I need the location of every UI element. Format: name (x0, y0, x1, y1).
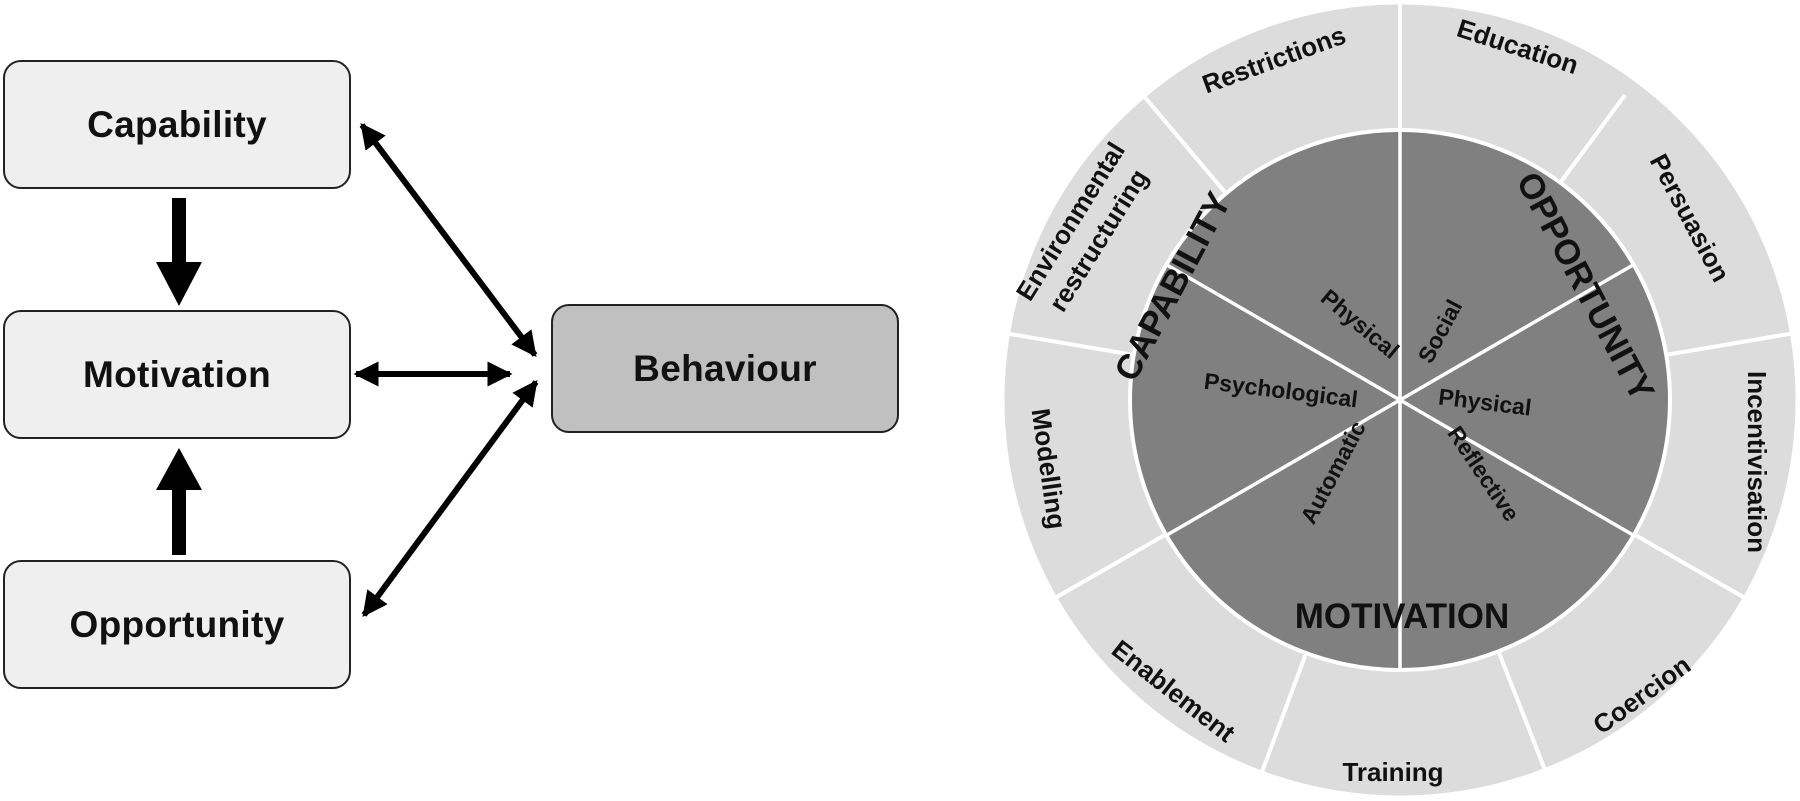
behaviour-label: Behaviour (633, 347, 817, 389)
motivation-label: Motivation (83, 353, 271, 395)
behaviour-change-wheel: Restrictions Education Persuasion Incent… (1001, 1, 1799, 799)
capability-label: Capability (87, 103, 267, 145)
behaviour-box: Behaviour (551, 304, 899, 433)
com-b-dividers (1166, 130, 1634, 670)
arrow-opportunity-behaviour (361, 379, 539, 618)
arrow-capability-behaviour (359, 122, 538, 358)
motivation-box: Motivation (3, 310, 351, 439)
arrow-opportunity-to-motivation (156, 448, 202, 555)
incentivisation-label: Incentivisation (1742, 371, 1772, 553)
motivation-component-label: MOTIVATION (1295, 597, 1510, 636)
arrow-capability-to-motivation (156, 198, 202, 306)
opportunity-label: Opportunity (69, 603, 285, 645)
training-label: Training (1342, 757, 1443, 787)
opportunity-box: Opportunity (3, 560, 351, 689)
capability-box: Capability (3, 60, 351, 189)
